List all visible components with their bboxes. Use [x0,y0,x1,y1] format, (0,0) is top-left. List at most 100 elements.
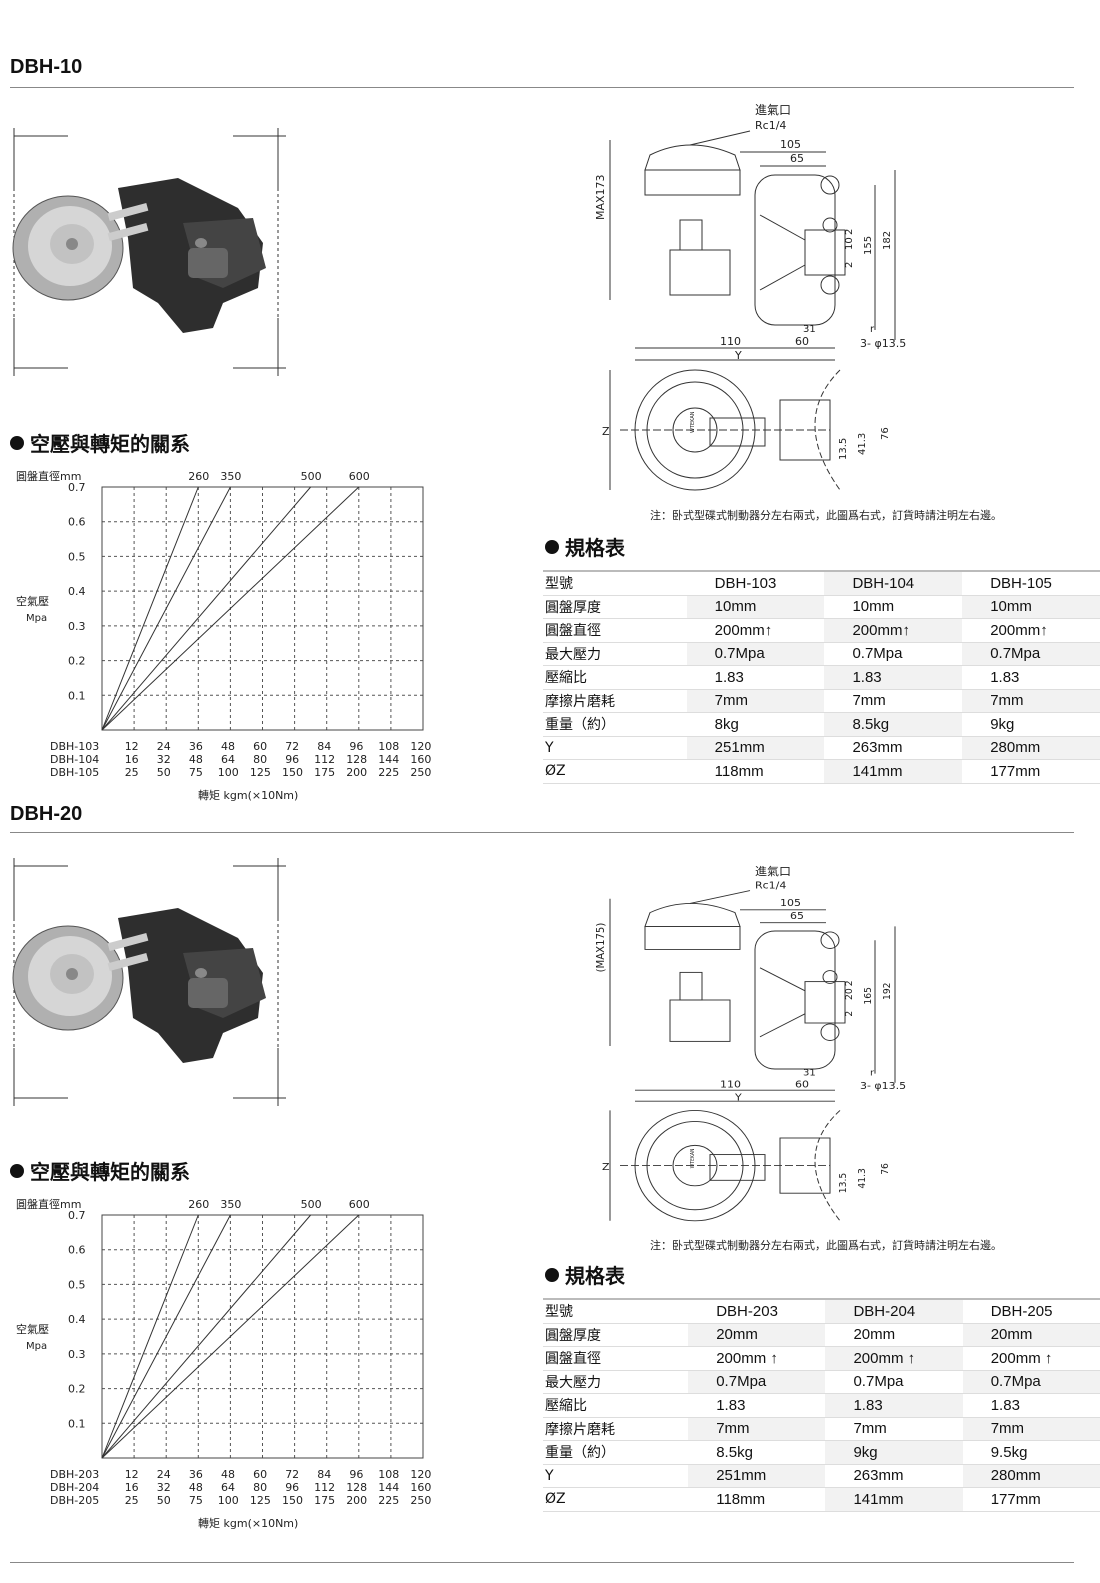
spec-value: 20mm [825,1323,963,1347]
spec-value: 0.7Mpa [688,1370,826,1394]
torque-tick-label: 60 [253,1468,267,1481]
spec-heading: 規格表 [545,532,625,561]
model-row-label: DBH-104 [50,753,99,766]
torque-tick-label: 60 [253,740,267,753]
y-axis-unit: Mpa [26,613,47,624]
torque-tick-label: 150 [282,766,303,779]
series-line-600 [101,486,360,731]
torque-tick-label: 150 [282,1494,303,1507]
torque-tick-label: 16 [125,1481,139,1494]
dimension-label: Y [734,349,742,362]
diameter-axis-label: 圓盤直徑mm [16,1197,81,1211]
y-tick-label: 0.2 [68,1383,86,1396]
spec-value: DBH-104 [824,570,963,596]
dimension-label: 41.3 [857,1168,868,1188]
series-line-500 [101,486,312,731]
spec-value: 0.7Mpa [962,1370,1100,1394]
torque-tick-label: 160 [410,753,431,766]
spec-label: Y [543,736,687,760]
torque-tick-label: 108 [378,1468,399,1481]
spec-value: 0.7Mpa [686,642,825,666]
y-tick-label: 0.6 [68,516,86,529]
diameter-tick-label: 350 [220,1198,241,1211]
x-axis-label: 轉矩 kgm(×10Nm) [198,1517,298,1530]
torque-tick-label: 96 [285,1481,299,1494]
series-line-600 [101,1214,360,1459]
torque-tick-label: 112 [314,753,335,766]
spec-value: 263mm [824,736,963,760]
spec-value: 280mm [962,736,1100,760]
spec-label: 重量（約） [543,712,687,737]
spec-value: 8.5kg [688,1440,826,1465]
spec-value: 141mm [825,1487,963,1512]
torque-tick-label: 200 [346,766,367,779]
dimension-label: 105 [780,898,801,909]
dimension-label: 165 [863,987,874,1005]
torque-tick-label: 100 [218,1494,239,1507]
torque-tick-label: 64 [221,1481,235,1494]
torque-tick-label: 80 [253,753,267,766]
bullet-icon [10,435,24,450]
torque-tick-label: 50 [157,1494,171,1507]
logo: WTEKAN [690,1148,696,1168]
spec-value: 200mm ↑ [825,1346,963,1371]
torque-tick-label: 125 [250,1494,271,1507]
spec-label: 壓縮比 [543,1393,689,1418]
spec-value: 200mm ↑ [688,1346,826,1371]
dimension-label: 2 [844,229,855,235]
model-row-label: DBH-105 [50,766,99,779]
y-tick-label: 0.4 [68,585,86,598]
spec-value: 10mm [824,595,963,619]
series-line-260 [101,486,199,731]
spec-label: 圓盤直徑 [543,618,687,643]
torque-tick-label: 50 [157,766,171,779]
dimension-label: 60 [795,1079,809,1090]
dimension-label: 110 [720,1079,741,1090]
torque-tick-label: 144 [378,753,399,766]
y-axis-label: 空氣壓 [16,1322,49,1336]
torque-tick-label: 250 [410,766,431,779]
spec-value: 251mm [688,1464,826,1488]
spec-value: DBH-205 [962,1298,1100,1324]
y-axis-unit: Mpa [26,1341,47,1352]
spec-value: 141mm [824,759,963,784]
inlet-thread-label: Rc1/4 [755,119,786,132]
spec-value: 200mm ↑ [962,1346,1100,1371]
spec-value: 0.7Mpa [962,642,1100,666]
spec-value: 280mm [962,1464,1100,1488]
torque-tick-label: 64 [221,753,235,766]
y-tick-label: 0.5 [68,1278,86,1291]
dimension-label: Z [602,425,610,438]
spec-value: DBH-204 [825,1298,963,1324]
x-axis-label: 轉矩 kgm(×10Nm) [198,789,298,802]
spec-value: 8.5kg [824,712,963,737]
torque-tick-label: 72 [285,1468,299,1481]
spec-value: DBH-103 [686,570,825,596]
spec-value: DBH-203 [688,1298,826,1324]
spec-value: 200mm↑ [824,618,963,643]
dimension-label: 2 [844,1011,855,1017]
torque-tick-label: 24 [157,740,171,753]
torque-tick-label: 128 [346,753,367,766]
spec-value: 9kg [962,712,1100,737]
spec-label: 最大壓力 [543,642,687,666]
diameter-tick-label: 350 [220,470,241,483]
spec-value: 200mm↑ [962,618,1100,643]
